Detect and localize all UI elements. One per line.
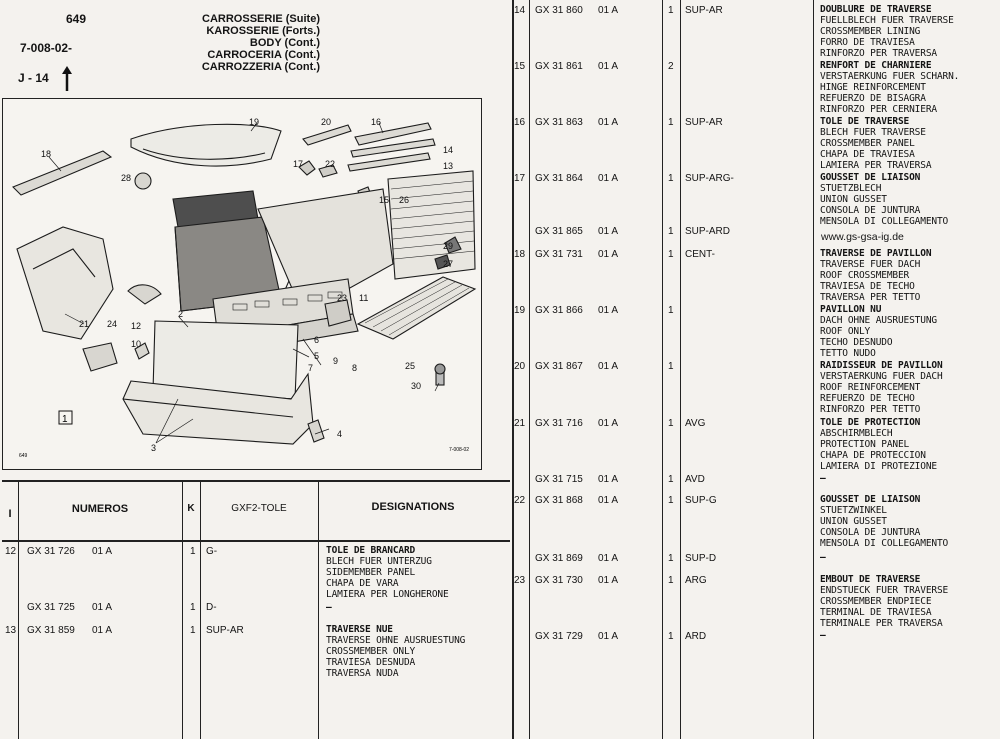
callout-8: 8 bbox=[352, 363, 357, 373]
col-index-header: I bbox=[8, 508, 12, 520]
diagram-small-ref-right: 7-008-02 bbox=[449, 447, 469, 453]
callout-11: 11 bbox=[359, 293, 368, 303]
callout-29: 29 bbox=[443, 241, 453, 251]
title-de: KAROSSERIE (Forts.) bbox=[206, 25, 320, 37]
callout-23: 23 bbox=[337, 293, 347, 303]
col-designations-header: DESIGNATIONS bbox=[371, 501, 455, 513]
box-label-1: 1 bbox=[62, 414, 68, 425]
callout-14: 14 bbox=[443, 145, 453, 155]
table-top-border bbox=[2, 480, 510, 482]
col-numeros-header: NUMEROS bbox=[71, 503, 129, 515]
callout-21: 21 bbox=[79, 319, 89, 329]
section-code: J - 14 bbox=[18, 71, 49, 85]
website-url: www.gs-gsa-ig.de bbox=[821, 231, 904, 243]
reference-code: 7-008-02- bbox=[20, 41, 73, 55]
callout-24: 24 bbox=[107, 319, 117, 329]
callout-3: 3 bbox=[151, 443, 156, 453]
col-gxf2-header: GXF2-TOLE bbox=[231, 503, 287, 514]
callout-16: 16 bbox=[371, 117, 381, 127]
callout-2: 2 bbox=[178, 309, 183, 319]
callout-28: 28 bbox=[121, 173, 131, 183]
callout-6: 6 bbox=[314, 335, 319, 345]
callout-7: 7 bbox=[308, 363, 313, 373]
col-k-header: K bbox=[187, 503, 195, 514]
title-en: BODY (Cont.) bbox=[249, 37, 320, 49]
arrow-up-icon bbox=[62, 66, 72, 91]
callout-17: 17 bbox=[293, 159, 303, 169]
exploded-parts-diagram: 2 3 4 5 6 7 8 9 10 11 12 13 14 15 16 17 … bbox=[2, 98, 482, 470]
section-titles: CARROSSERIE (Suite) KAROSSERIE (Forts.) … bbox=[160, 13, 320, 73]
callout-27: 27 bbox=[443, 259, 453, 269]
title-it: CARROZZERIA (Cont.) bbox=[201, 61, 320, 73]
title-es: CARROCERIA (Cont.) bbox=[207, 49, 320, 61]
callout-19: 19 bbox=[249, 117, 259, 127]
title-fr: CARROSSERIE (Suite) bbox=[202, 13, 320, 25]
diagram-small-ref-left: 649 bbox=[19, 453, 28, 459]
callout-30: 30 bbox=[411, 381, 421, 391]
callout-20: 20 bbox=[321, 117, 331, 127]
callout-9: 9 bbox=[333, 356, 338, 366]
body-parts-drawing: 2 3 4 5 6 7 8 9 10 11 12 13 14 15 16 17 … bbox=[12, 117, 477, 459]
callout-18: 18 bbox=[41, 149, 51, 159]
callout-10: 10 bbox=[131, 339, 141, 349]
callout-12: 12 bbox=[131, 321, 141, 331]
table-header-border bbox=[2, 540, 510, 542]
page-number: 649 bbox=[66, 12, 87, 26]
callout-25: 25 bbox=[405, 361, 415, 371]
callout-15: 15 bbox=[379, 195, 389, 205]
callout-26: 26 bbox=[399, 195, 409, 205]
callout-5: 5 bbox=[314, 351, 319, 361]
callout-22: 22 bbox=[325, 159, 335, 169]
callout-13: 13 bbox=[443, 161, 453, 171]
callout-4: 4 bbox=[337, 429, 342, 439]
